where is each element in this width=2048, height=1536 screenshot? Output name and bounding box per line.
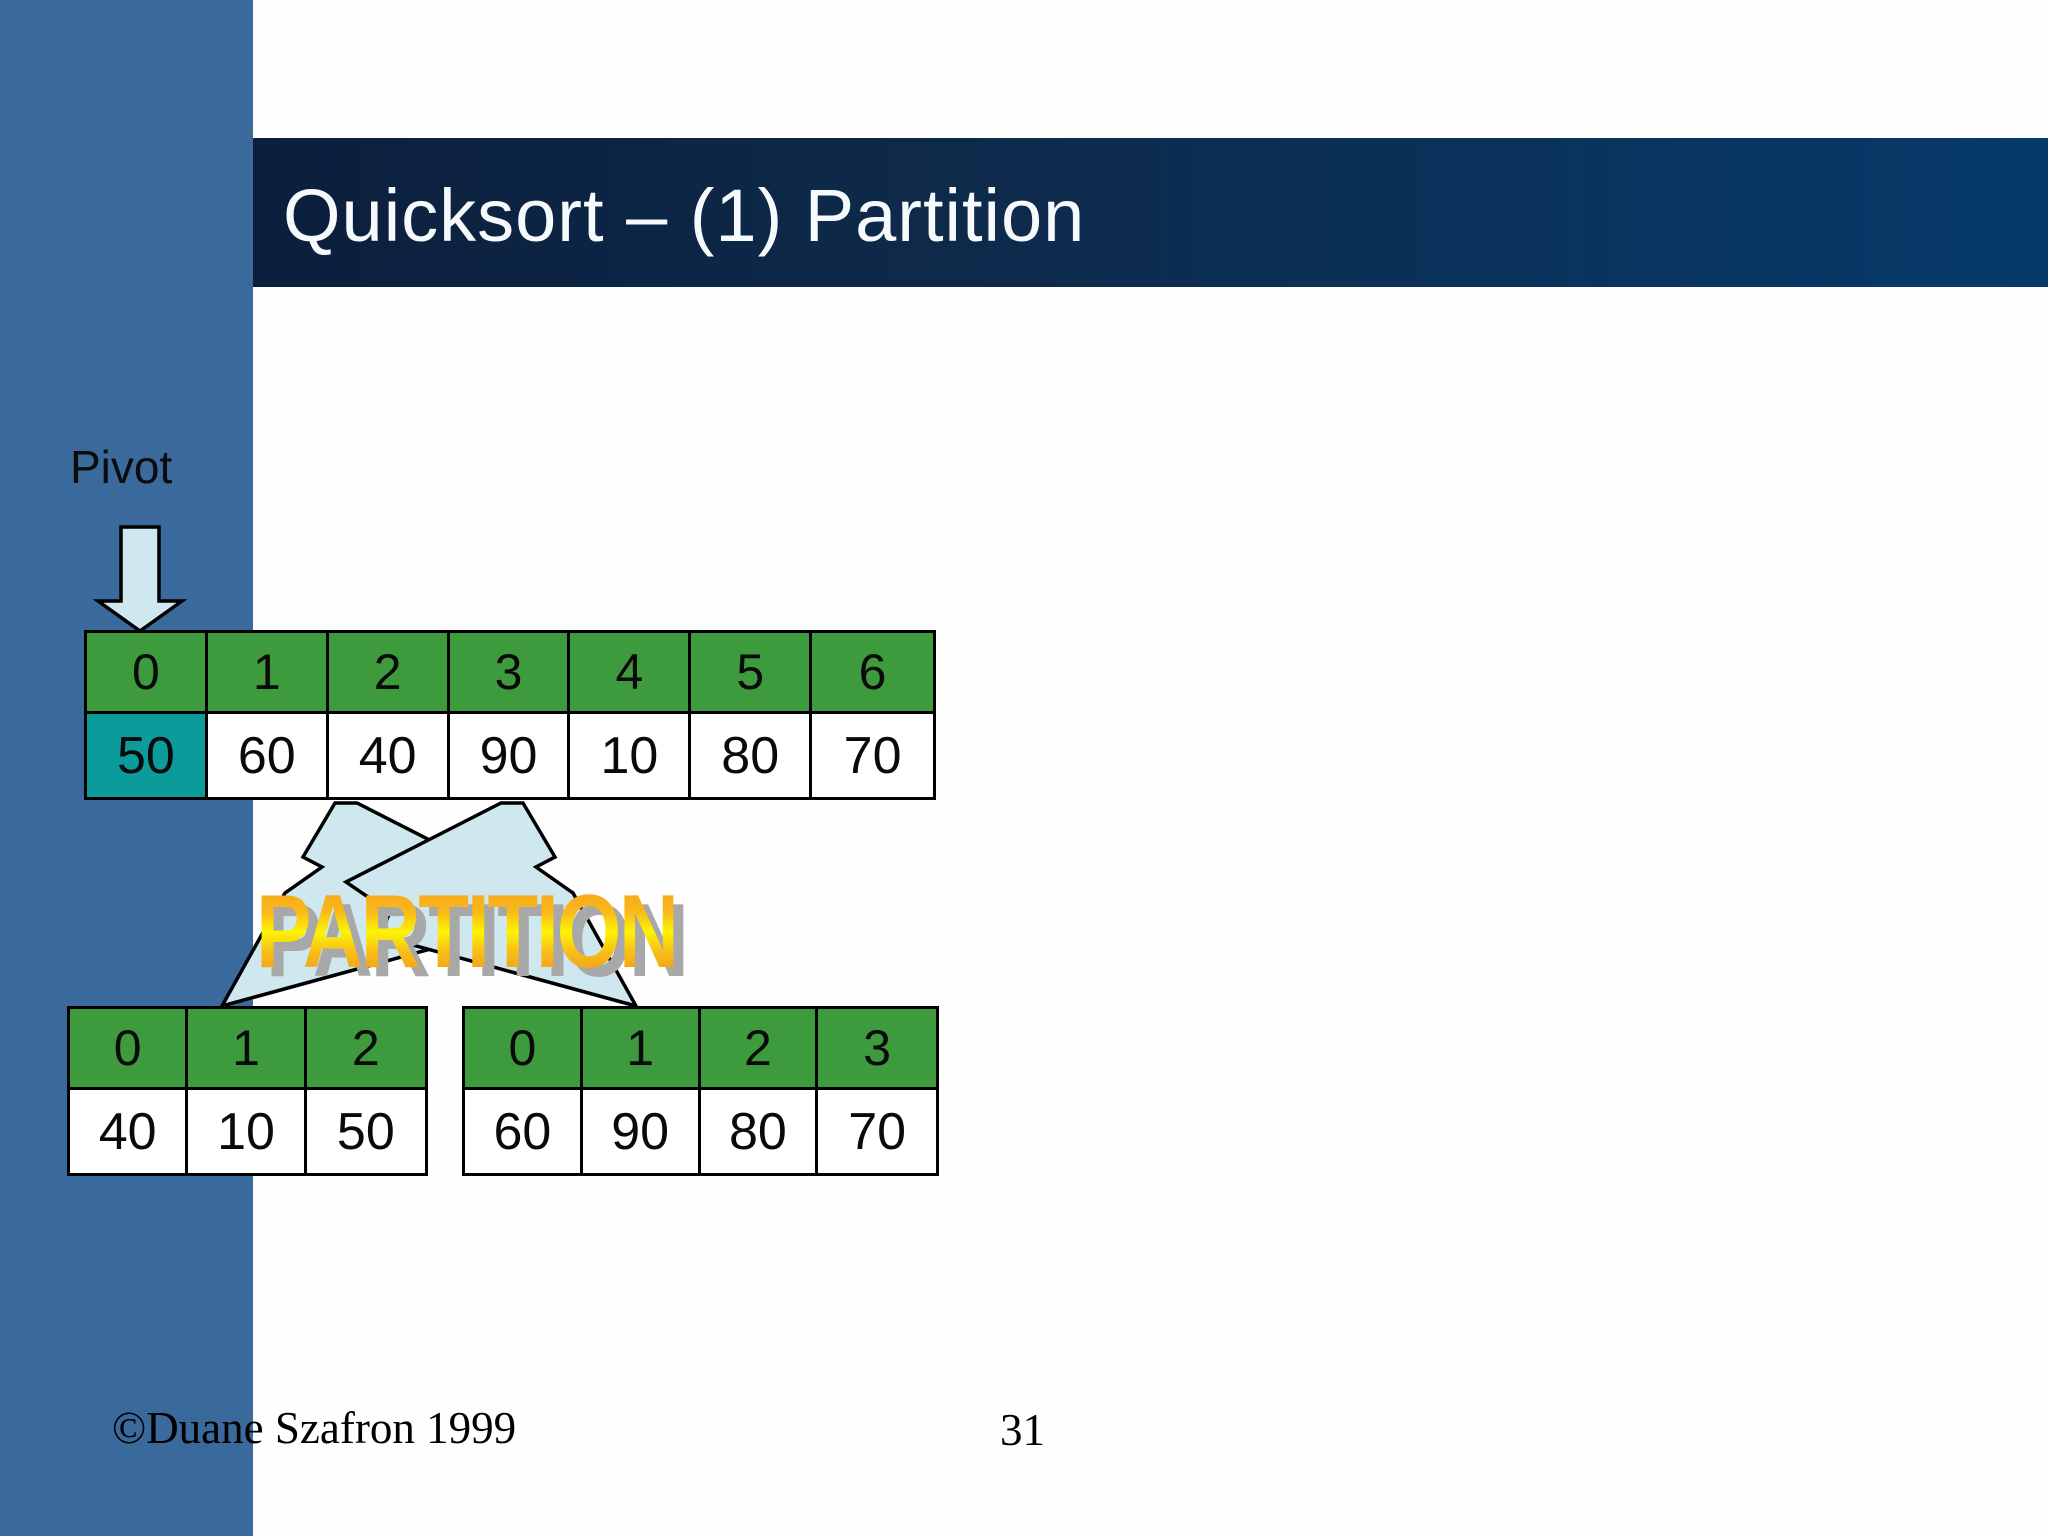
pivot-value-cell: 50 [87,714,208,797]
value-cell: 50 [306,1090,425,1173]
partition-wordart-shadow: PARTITION [266,889,689,993]
value-cell: 70 [812,714,933,797]
right-array-index-row: 0 1 2 3 [465,1009,937,1090]
value-cell: 80 [700,1090,819,1173]
value-cell: 70 [818,1090,937,1173]
index-cell: 2 [700,1009,819,1090]
index-cell: 0 [87,633,208,714]
value-cell: 90 [582,1090,701,1173]
left-array-value-row: 40 10 50 [70,1090,425,1173]
main-array-value-row: 50 60 40 90 10 80 70 [87,714,933,797]
right-array-value-row: 60 90 80 70 [465,1090,937,1173]
value-cell: 90 [449,714,571,797]
left-array-index-row: 0 1 2 [70,1009,425,1090]
index-cell: 2 [328,633,450,714]
index-cell: 1 [582,1009,701,1090]
partition-wordart: PARTITION PARTITION [256,874,689,1000]
value-cell: 10 [188,1090,307,1173]
index-cell: 4 [570,633,692,714]
pivot-label: Pivot [70,441,173,493]
partition-wordart-text: PARTITION [256,874,679,990]
left-partition-table: 0 1 2 40 10 50 [67,1006,428,1176]
footer-copyright: ©Duane Szafron 1999 [112,1403,517,1453]
index-cell: 0 [465,1009,583,1090]
index-cell: 0 [70,1009,189,1090]
value-cell: 80 [691,714,813,797]
value-cell: 60 [465,1090,583,1173]
page-title: Quicksort – (1) Partition [283,174,1086,257]
index-cell: 6 [812,633,933,714]
index-cell: 3 [449,633,571,714]
title-bar: Quicksort – (1) Partition [253,138,2048,287]
right-partition-table: 0 1 2 3 60 90 80 70 [462,1006,939,1176]
index-cell: 5 [691,633,813,714]
index-cell: 1 [188,1009,307,1090]
main-array-table: 0 1 2 3 4 5 6 50 60 40 90 10 80 70 [84,630,936,800]
value-cell: 40 [70,1090,189,1173]
index-cell: 2 [306,1009,425,1090]
value-cell: 10 [570,714,692,797]
index-cell: 3 [818,1009,937,1090]
value-cell: 60 [207,714,329,797]
footer-page-number: 31 [1000,1405,1045,1455]
index-cell: 1 [207,633,329,714]
value-cell: 40 [328,714,450,797]
main-array-index-row: 0 1 2 3 4 5 6 [87,633,933,714]
